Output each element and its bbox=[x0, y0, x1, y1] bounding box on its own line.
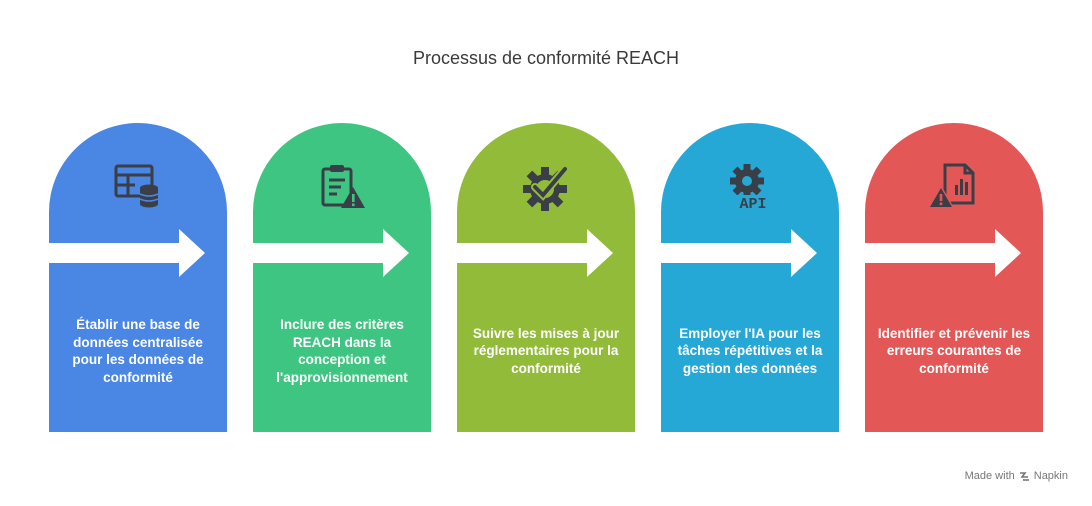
credit-brand: Napkin bbox=[1033, 470, 1068, 482]
arrow-right-icon bbox=[49, 229, 205, 277]
napkin-logo-icon bbox=[1019, 471, 1029, 481]
step-label-5: Identifier et prévenir les erreurs coura… bbox=[877, 325, 1031, 376]
arrow-right-icon bbox=[253, 229, 409, 277]
step-card-4: API Employer l'IA pour les tâches répéti… bbox=[661, 123, 839, 432]
step-card-1: Établir une base de données centralisée … bbox=[49, 123, 227, 432]
step-label-3: Suivre les mises à jour réglementaires p… bbox=[472, 325, 620, 376]
step-card-5: Identifier et prévenir les erreurs coura… bbox=[865, 123, 1043, 432]
step-label-1: Établir une base de données centralisée … bbox=[72, 317, 204, 385]
arrow-right-icon bbox=[865, 229, 1021, 277]
step-label-4: Employer l'IA pour les tâches répétitive… bbox=[677, 325, 823, 376]
clipboard-warning-icon bbox=[321, 165, 365, 208]
napkin-credit[interactable]: Made with Napkin bbox=[965, 470, 1068, 482]
svg-text:API: API bbox=[739, 196, 766, 211]
step-label-2: Inclure des critères REACH dans la conce… bbox=[276, 317, 408, 385]
gear-check-icon bbox=[523, 165, 569, 211]
page-title: Processus de conformité REACH bbox=[412, 48, 680, 68]
arrow-right-icon bbox=[661, 229, 817, 277]
step-card-3: Suivre les mises à jour réglementaires p… bbox=[457, 123, 635, 432]
gear-api-icon: API bbox=[730, 164, 773, 211]
credit-prefix: Made with bbox=[964, 470, 1015, 482]
database-table-icon bbox=[114, 164, 159, 208]
document-warning-icon bbox=[929, 163, 975, 208]
step-card-2: Inclure des critères REACH dans la conce… bbox=[253, 123, 431, 432]
arrow-right-icon bbox=[457, 229, 613, 277]
